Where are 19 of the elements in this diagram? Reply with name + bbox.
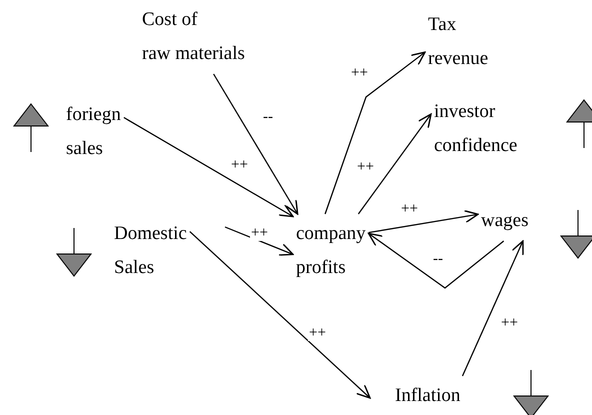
- arrow: [368, 210, 479, 234]
- arrow: [224, 226, 294, 256]
- edge-label: ++: [308, 326, 327, 341]
- node-label: Tax revenue: [428, 13, 488, 71]
- node-label: Domestic Sales: [114, 222, 187, 280]
- arrow: [213, 74, 298, 215]
- node-label: Inflation: [395, 384, 460, 408]
- node-label: foriegn sales: [66, 103, 121, 161]
- arrow: [358, 113, 432, 214]
- arrow: [368, 232, 504, 289]
- arrow: [324, 52, 426, 214]
- arrow: [462, 240, 524, 376]
- node-label: wages: [481, 209, 528, 233]
- node-label: company profits: [296, 222, 366, 280]
- arrow: [189, 231, 371, 399]
- node-label: Cost of raw materials: [142, 8, 245, 66]
- arrow: [124, 117, 294, 218]
- edge-label: ++: [250, 226, 269, 241]
- node-label: investor confidence: [434, 100, 518, 158]
